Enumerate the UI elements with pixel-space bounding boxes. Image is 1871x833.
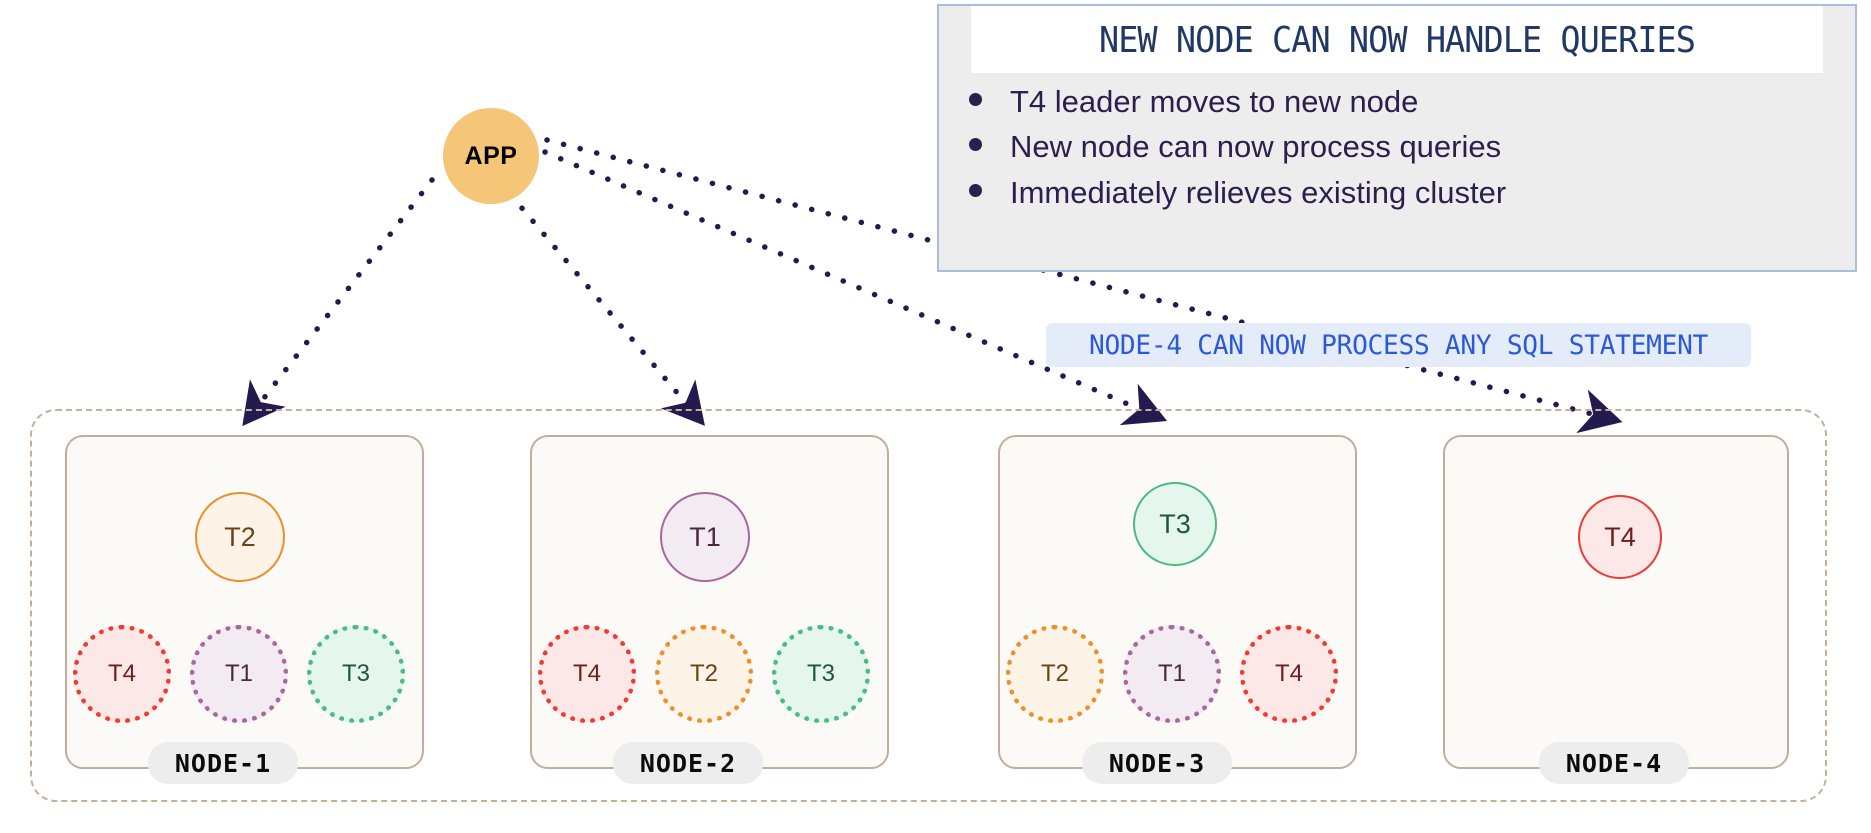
app-node-label: APP xyxy=(464,141,518,170)
tablet-label: T2 xyxy=(1040,660,1069,687)
replica-tablet-node-2-1[interactable]: T2 xyxy=(655,625,753,723)
node-label-node-2: NODE-2 xyxy=(613,742,763,784)
node-label-text: NODE-3 xyxy=(1108,748,1206,778)
replica-tablet-node-3-2[interactable]: T4 xyxy=(1240,625,1338,723)
replica-tablet-node-2-2[interactable]: T3 xyxy=(772,625,870,723)
tablet-label: T4 xyxy=(107,660,136,687)
replica-tablet-node-3-1[interactable]: T1 xyxy=(1123,625,1221,723)
replica-tablet-node-1-0[interactable]: T4 xyxy=(73,625,171,723)
tablet-label: T4 xyxy=(1274,660,1303,687)
arrow-app-to-node-2 xyxy=(497,179,705,426)
tablet-label: T4 xyxy=(572,660,601,687)
leader-tablet-node-2[interactable]: T1 xyxy=(660,492,750,582)
app-node[interactable]: APP xyxy=(443,108,539,204)
node-label-text: NODE-1 xyxy=(174,748,272,778)
tablet-label: T1 xyxy=(1157,660,1186,687)
tablet-label: T2 xyxy=(689,660,718,687)
bullet-icon xyxy=(969,183,982,197)
leader-tablet-node-1[interactable]: T2 xyxy=(195,492,285,582)
leader-tablet-node-4[interactable]: T4 xyxy=(1578,495,1662,579)
list-item: T4 leader moves to new node xyxy=(969,79,1855,124)
node-label-text: NODE-4 xyxy=(1565,748,1663,778)
node-label-node-4: NODE-4 xyxy=(1539,742,1689,784)
callout-panel: NEW NODE CAN NOW HANDLE QUERIES T4 leade… xyxy=(937,4,1857,272)
tablet-label: T4 xyxy=(1604,521,1636,552)
tablet-label: T3 xyxy=(341,660,370,687)
replica-tablet-node-1-1[interactable]: T1 xyxy=(190,625,288,723)
node-label-node-3: NODE-3 xyxy=(1082,742,1232,784)
status-banner: NODE-4 CAN NOW PROCESS ANY SQL STATEMENT xyxy=(1045,323,1752,367)
list-item: New node can now process queries xyxy=(969,124,1855,169)
replica-tablet-node-1-2[interactable]: T3 xyxy=(307,625,405,723)
arrow-app-to-node-1 xyxy=(242,177,435,427)
list-item-text: New node can now process queries xyxy=(1010,129,1502,165)
tablet-label: T2 xyxy=(224,521,256,552)
replica-tablet-node-2-0[interactable]: T4 xyxy=(538,625,636,723)
bullet-icon xyxy=(969,93,982,106)
list-item-text: T4 leader moves to new node xyxy=(1010,84,1419,119)
node-box-node-2[interactable]: T1 T4 T2 T3 xyxy=(530,435,889,769)
callout-bullet-list: T4 leader moves to new node New node can… xyxy=(939,73,1855,229)
list-item-text: Immediately relieves existing cluster xyxy=(1010,174,1507,210)
replica-tablet-node-3-0[interactable]: T2 xyxy=(1006,625,1104,723)
tablet-label: T3 xyxy=(806,660,835,687)
tablet-label: T1 xyxy=(224,660,253,687)
callout-title: NEW NODE CAN NOW HANDLE QUERIES xyxy=(971,6,1823,73)
leader-tablet-node-3[interactable]: T3 xyxy=(1133,482,1217,566)
bullet-icon xyxy=(969,138,982,152)
tablet-label: T3 xyxy=(1159,508,1191,539)
node-label-text: NODE-2 xyxy=(639,748,737,778)
node-box-node-3[interactable]: T3 T2 T1 T4 xyxy=(998,435,1357,769)
node-box-node-1[interactable]: T2 T4 T1 T3 xyxy=(65,435,424,769)
list-item: Immediately relieves existing cluster xyxy=(969,170,1855,215)
status-banner-text: NODE-4 CAN NOW PROCESS ANY SQL STATEMENT xyxy=(1088,329,1709,361)
tablet-label: T1 xyxy=(689,521,721,552)
node-box-node-4[interactable]: T4 xyxy=(1443,435,1789,769)
cluster-boundary xyxy=(30,409,1827,802)
node-label-node-1: NODE-1 xyxy=(148,742,298,784)
